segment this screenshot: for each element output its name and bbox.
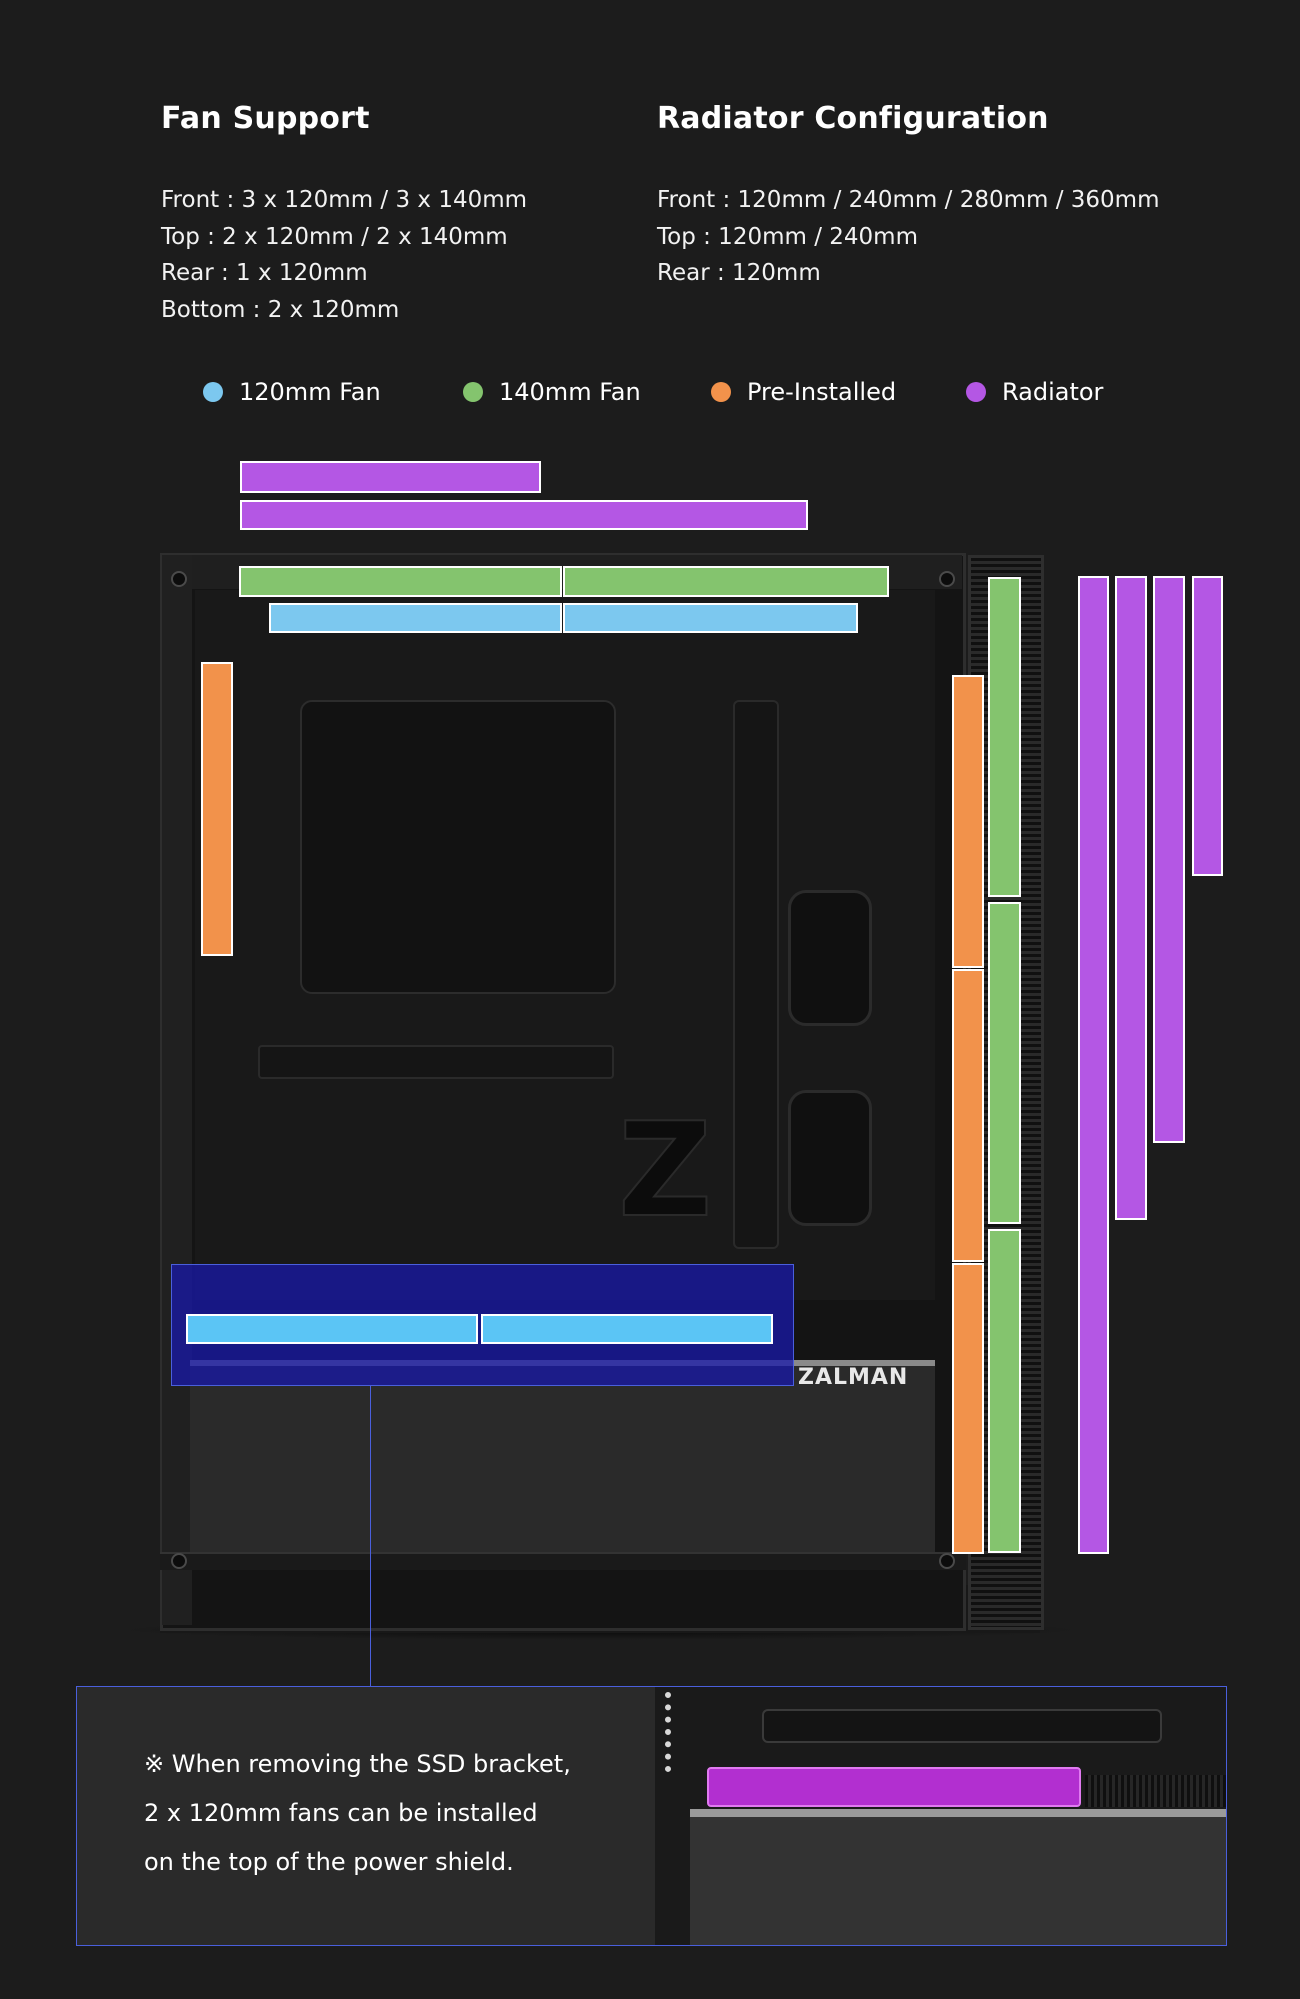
fan-support-title: Fan Support — [161, 101, 370, 136]
motherboard-tray-cutout — [300, 700, 616, 994]
legend-dot-icon — [203, 382, 223, 402]
cable-management-bar — [733, 700, 779, 1249]
front-fan-pre-installed-3 — [952, 1263, 984, 1554]
front-radiator-120 — [1192, 576, 1223, 876]
legend-item-140mm-fan: 140mm Fan — [463, 378, 641, 406]
case-bottom-trim — [160, 1552, 966, 1570]
callout-photo-ssd-bracket — [655, 1687, 1226, 1945]
callout-connector-line — [370, 1386, 371, 1686]
screw-icon — [171, 571, 187, 587]
photo-vent-holes — [665, 1692, 691, 1772]
rear-fan-pre-installed — [201, 662, 233, 956]
legend-label: 140mm Fan — [499, 378, 641, 406]
legend-item-radiator: Radiator — [966, 378, 1103, 406]
case-z-emblem: Z — [617, 1094, 713, 1246]
bottom-fan-120-1 — [186, 1314, 478, 1344]
front-fan-140-3 — [988, 1229, 1021, 1553]
radiator-config-list: Front : 120mm / 240mm / 280mm / 360mm To… — [657, 182, 1160, 292]
legend-label: Pre-Installed — [747, 378, 897, 406]
fan-support-list: Front : 3 x 120mm / 3 x 140mm Top : 2 x … — [161, 182, 527, 328]
top-fan-140-2 — [563, 566, 889, 597]
top-fan-120-1 — [269, 603, 562, 633]
photo-power-shield — [690, 1817, 1226, 1945]
photo-rail — [762, 1709, 1162, 1743]
screw-icon — [939, 571, 955, 587]
photo-power-shield-edge — [690, 1809, 1226, 1817]
legend-dot-icon — [966, 382, 986, 402]
screw-icon — [171, 1553, 187, 1569]
screw-icon — [939, 1553, 955, 1569]
radiator-config-top: Top : 120mm / 240mm — [657, 223, 918, 250]
fan-support-bottom: Bottom : 2 x 120mm — [161, 296, 400, 323]
cable-grommet — [788, 890, 872, 1026]
fan-support-top: Top : 2 x 120mm / 2 x 140mm — [161, 223, 508, 250]
legend-item-120mm-fan: 120mm Fan — [203, 378, 381, 406]
legend-dot-icon — [463, 382, 483, 402]
radiator-config-title: Radiator Configuration — [657, 101, 1049, 136]
front-fan-pre-installed-1 — [952, 675, 984, 968]
front-fan-140-1 — [988, 577, 1021, 897]
legend-dot-icon — [711, 382, 731, 402]
zalman-logo: ZALMAN — [798, 1365, 909, 1390]
fan-support-front: Front : 3 x 120mm / 3 x 140mm — [161, 187, 528, 213]
legend-label: 120mm Fan — [239, 378, 381, 406]
top-fan-120-2 — [563, 603, 858, 633]
case-frame-left — [162, 555, 192, 1625]
front-radiator-280 — [1115, 576, 1147, 1220]
callout-line-1: ※ When removing the SSD bracket, — [144, 1750, 571, 1778]
top-radiator-120 — [240, 461, 541, 493]
radiator-config-front: Front : 120mm / 240mm / 280mm / 360mm — [657, 187, 1160, 213]
top-fan-140-1 — [239, 566, 562, 597]
case-rail — [258, 1045, 614, 1079]
power-shield — [190, 1366, 935, 1554]
photo-mesh — [1085, 1775, 1226, 1807]
front-radiator-360 — [1078, 576, 1109, 1554]
fan-support-rear: Rear : 1 x 120mm — [161, 260, 368, 286]
bottom-fan-120-2 — [481, 1314, 773, 1344]
callout-line-3: on the top of the power shield. — [144, 1848, 514, 1876]
callout-line-2: 2 x 120mm fans can be installed — [144, 1799, 538, 1827]
legend-item-pre-installed: Pre-Installed — [711, 378, 896, 406]
front-radiator-240 — [1153, 576, 1185, 1143]
front-fan-pre-installed-2 — [952, 969, 984, 1262]
callout-text: ※ When removing the SSD bracket, 2 x 120… — [144, 1740, 571, 1887]
cable-grommet — [788, 1090, 872, 1226]
radiator-config-rear: Rear : 120mm — [657, 260, 821, 286]
legend-label: Radiator — [1002, 378, 1104, 406]
top-radiator-240 — [240, 500, 808, 530]
photo-ssd-bracket — [707, 1767, 1081, 1807]
front-fan-140-2 — [988, 902, 1021, 1224]
